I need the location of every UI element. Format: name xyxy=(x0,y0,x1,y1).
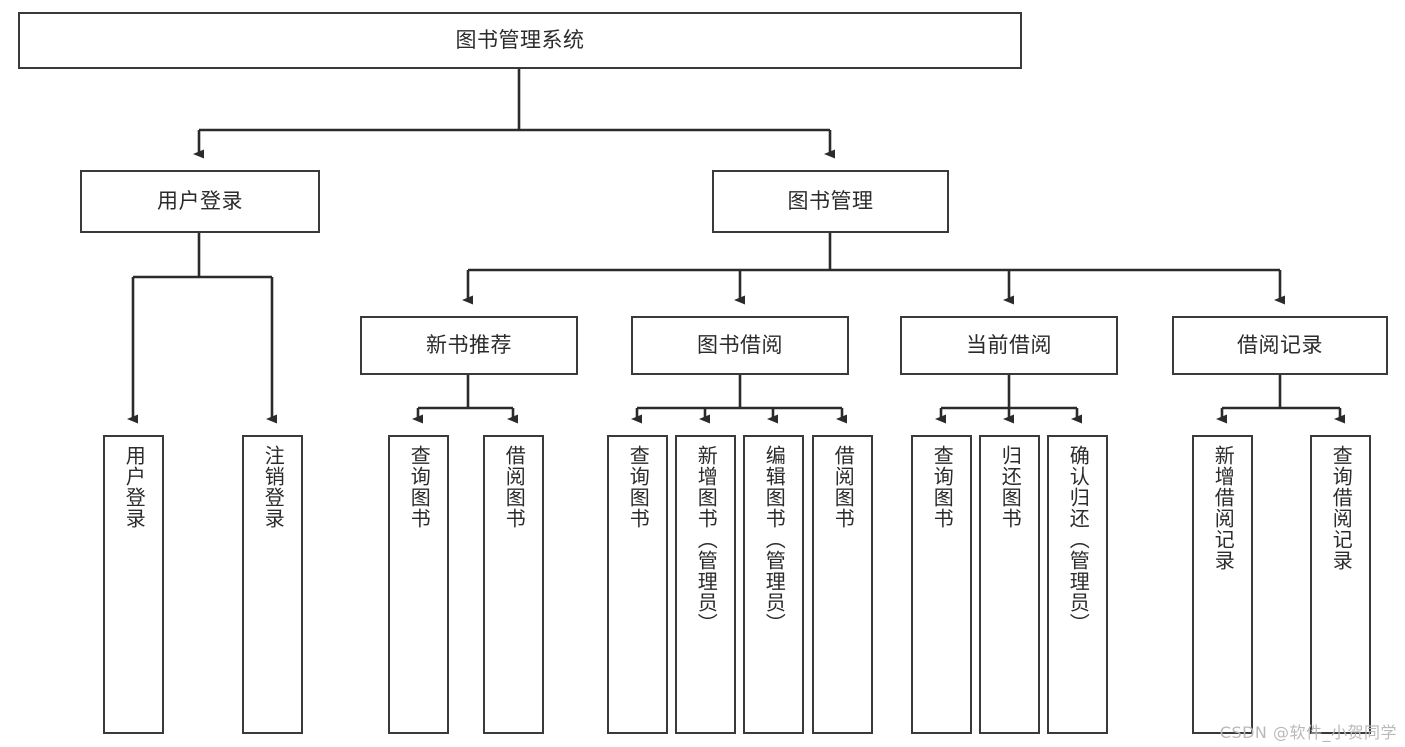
node-label: 借阅图书 xyxy=(831,445,856,529)
node-borrow-record[interactable]: 借阅记录 xyxy=(1172,316,1388,375)
leaf-new-book-query[interactable]: 查询图书 xyxy=(388,435,449,734)
node-label: 图书管理系统 xyxy=(455,28,585,53)
node-book-management[interactable]: 图书管理 xyxy=(712,170,949,233)
node-label: 查询图书 xyxy=(407,445,432,529)
node-label: 查询图书 xyxy=(930,445,955,529)
leaf-book-borrow-borrow[interactable]: 借阅图书 xyxy=(812,435,873,734)
node-current-borrow[interactable]: 当前借阅 xyxy=(900,316,1118,375)
node-label: 归还图书 xyxy=(998,445,1023,529)
node-label: 新增图书（管理员） xyxy=(694,445,719,634)
node-book-borrow[interactable]: 图书借阅 xyxy=(631,316,849,375)
node-new-book-recommend[interactable]: 新书推荐 xyxy=(360,316,578,375)
node-label: 图书管理 xyxy=(787,189,874,214)
node-label: 图书借阅 xyxy=(697,333,783,358)
leaf-borrow-record-query[interactable]: 查询借阅记录 xyxy=(1310,435,1371,734)
leaf-current-borrow-query[interactable]: 查询图书 xyxy=(911,435,972,734)
node-label: 新书推荐 xyxy=(426,333,512,358)
node-label: 查询借阅记录 xyxy=(1329,445,1354,571)
node-label: 用户登录 xyxy=(157,189,243,214)
node-label: 注销登录 xyxy=(261,445,286,529)
leaf-borrow-record-add[interactable]: 新增借阅记录 xyxy=(1192,435,1253,734)
leaf-user-login-logout[interactable]: 注销登录 xyxy=(242,435,303,734)
node-label: 当前借阅 xyxy=(966,333,1052,358)
node-label: 编辑图书（管理员） xyxy=(762,445,787,634)
node-label: 用户登录 xyxy=(122,445,147,529)
leaf-book-borrow-add[interactable]: 新增图书（管理员） xyxy=(675,435,736,734)
leaf-current-borrow-return[interactable]: 归还图书 xyxy=(979,435,1040,734)
leaf-book-borrow-edit[interactable]: 编辑图书（管理员） xyxy=(743,435,804,734)
leaf-current-borrow-confirm-return[interactable]: 确认归还（管理员） xyxy=(1047,435,1108,734)
node-label: 借阅图书 xyxy=(502,445,527,529)
node-label: 新增借阅记录 xyxy=(1211,445,1236,571)
leaf-book-borrow-query[interactable]: 查询图书 xyxy=(607,435,668,734)
node-root-system[interactable]: 图书管理系统 xyxy=(18,12,1022,69)
node-label: 借阅记录 xyxy=(1237,333,1323,358)
leaf-user-login-login[interactable]: 用户登录 xyxy=(103,435,164,734)
node-label: 查询图书 xyxy=(626,445,651,529)
node-label: 确认归还（管理员） xyxy=(1066,445,1091,634)
leaf-new-book-borrow[interactable]: 借阅图书 xyxy=(483,435,544,734)
node-user-login[interactable]: 用户登录 xyxy=(80,170,320,233)
